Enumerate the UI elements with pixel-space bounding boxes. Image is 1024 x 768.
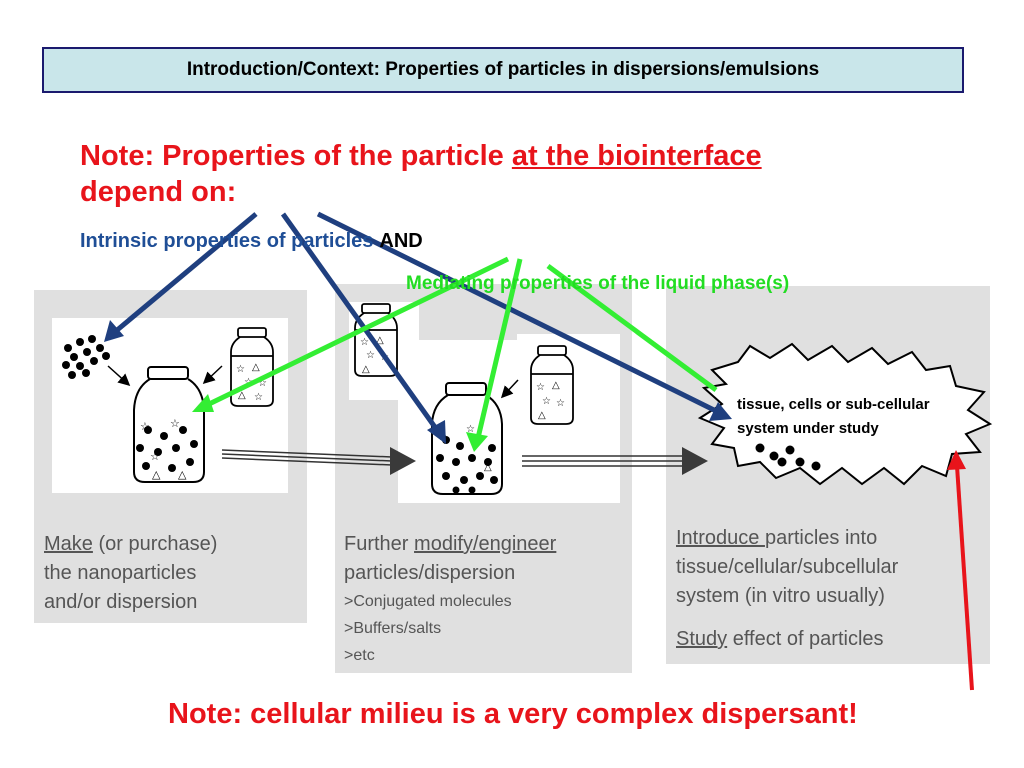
svg-text:☆: ☆ [236,364,245,375]
further-word: Further [344,533,415,555]
svg-text:☆: ☆ [170,417,180,430]
slide-title: Introduction/Context: Properties of part… [42,47,964,93]
bottle-small-3 [530,345,574,425]
modify-line-2: particles/dispersion [344,562,516,584]
svg-text:☆: ☆ [140,420,150,433]
svg-text:△: △ [178,468,187,481]
svg-text:☆: ☆ [366,350,375,361]
burst-line-2: system under study [737,420,879,437]
modify-item-2: >Buffers/salts [344,620,442,637]
svg-text:△: △ [376,335,384,346]
blue-arrows [104,211,732,444]
study-word: Study [676,628,728,650]
jar-modify-stars: ☆☆△ [438,424,492,473]
svg-text:△: △ [538,410,546,421]
and-text: AND [379,230,423,252]
introduce-line-3: system (in vitro usually) [676,585,885,607]
svg-text:☆: ☆ [536,382,545,393]
svg-text:△: △ [252,362,260,373]
introduce-rest: particles into [764,527,878,549]
burst-label: tissue, cells or sub-cellular system und… [737,393,930,441]
svg-text:☆: ☆ [150,450,160,463]
svg-text:△: △ [152,468,161,481]
caption-make: Make (or purchase) the nanoparticles and… [44,530,217,617]
svg-text:☆: ☆ [542,396,551,407]
jar-make-stars: ☆ ☆ ☆ △ △ [140,417,187,481]
modify-item-1: >Conjugated molecules [344,593,512,610]
note-bottom: Note: cellular milieu is a very complex … [168,698,858,730]
svg-text:△: △ [238,390,246,401]
study-rest: effect of particles [727,628,884,650]
bottle-small-3-stars: ☆△☆ ☆△ [536,380,565,421]
red-arrow [947,450,974,691]
modify-item-3: >etc [344,647,375,664]
caption-introduce: Introduce particles into tissue/cellular… [676,524,898,654]
jar-modify [431,382,503,495]
modify-word: modify/engineer [414,533,557,555]
small-arrow-2 [202,365,223,385]
intrinsic-text: Intrinsic properties of particles [80,230,374,252]
caption-modify: Further modify/engineer particles/disper… [344,530,556,669]
process-arrow-2 [522,447,708,475]
jar-make-contents [136,426,198,472]
make-line-2: the nanoparticles [44,562,197,584]
mediating-label: Mediating properties of the liquid phase… [406,273,790,294]
svg-text:△: △ [484,462,492,473]
bottle-small-1 [230,327,274,407]
note-top-prefix: Note: Properties of the particle [80,140,512,172]
small-arrow-1 [107,365,131,387]
green-arrows [192,256,718,452]
svg-text:☆: ☆ [466,424,475,435]
note-top-underlined: at the biointerface [511,140,762,172]
introduce-line-2: tissue/cellular/subcellular [676,556,899,578]
svg-text:☆: ☆ [254,392,263,403]
svg-text:△: △ [552,380,560,391]
note-top: Note: Properties of the particle at the … [80,138,940,210]
svg-text:△: △ [362,364,370,375]
make-rest: (or purchase) [92,533,218,555]
note-top-suffix: depend on: [80,176,237,208]
svg-text:☆: ☆ [556,398,565,409]
make-line-3: and/or dispersion [44,591,198,613]
make-word: Make [44,533,93,555]
burst-shape [697,342,993,486]
particle-cluster [62,335,110,379]
small-arrow-3 [500,379,519,399]
process-arrow-1 [221,447,416,475]
burst-particles [755,443,821,471]
introduce-word: Introduce [676,527,765,549]
burst-line-1: tissue, cells or sub-cellular [737,396,930,413]
svg-text:☆: ☆ [258,378,267,389]
svg-text:☆: ☆ [360,337,369,348]
